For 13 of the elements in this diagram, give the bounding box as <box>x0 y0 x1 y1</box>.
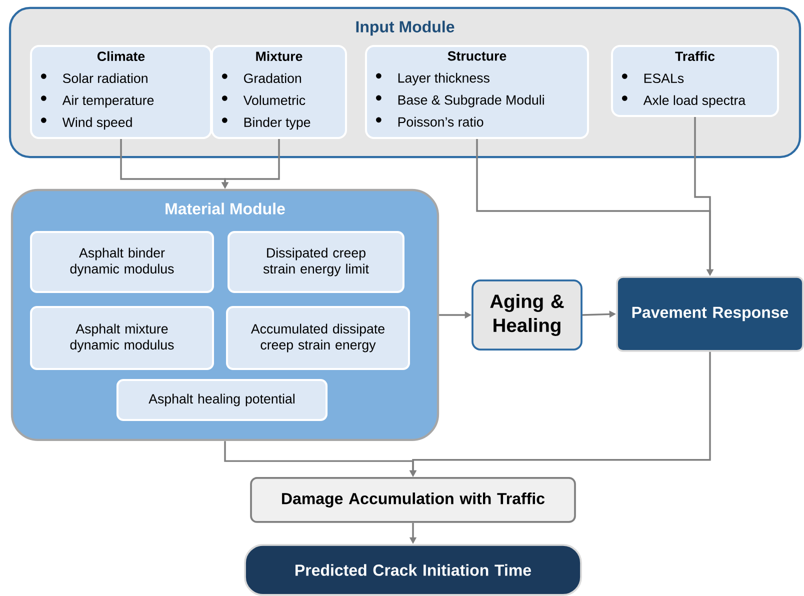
property-box: Accumulated dissipate creep strain energy <box>226 306 410 370</box>
result-box: Predicted Crack Initiation Time <box>244 544 582 596</box>
property-box: Asphalt mixture dynamic modulus <box>30 306 214 370</box>
category-box: Mixture Gradation Volumetric Binder type <box>211 45 347 139</box>
property-box: Asphalt binder dynamic modulus <box>30 231 214 293</box>
property-box: Asphalt healing potential <box>116 379 328 421</box>
property-box: Dissipated creep strain energy limit <box>228 231 404 293</box>
category-box: Climate Solar radiation Air temperature Wind speed <box>30 45 212 139</box>
process-box: Aging & Healing <box>472 280 582 350</box>
process-box: Damage Accumulation with Traffic <box>250 477 576 523</box>
process-box: Pavement Response <box>616 276 804 352</box>
category-box: Traffic ESALs Axle load spectra <box>611 45 779 117</box>
category-box: Structure Layer thickness Base & Subgrade Moduli Poisson’s ratio <box>365 45 589 139</box>
